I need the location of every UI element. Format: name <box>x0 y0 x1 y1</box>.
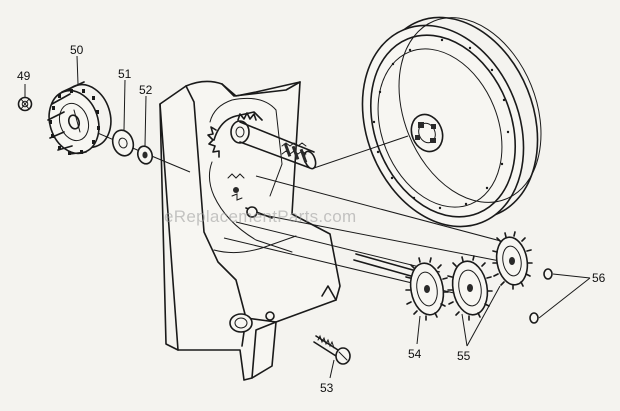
callout-54: 54 <box>408 347 422 361</box>
gear-housing <box>159 80 341 381</box>
callout-51: 51 <box>118 67 132 81</box>
pulley <box>361 16 542 228</box>
leader-lines <box>24 55 591 379</box>
part-53-screw <box>313 334 351 365</box>
callout-55: 55 <box>457 349 471 363</box>
drive-shaft <box>239 121 317 170</box>
callout-52: 52 <box>139 83 153 97</box>
idler-spindle <box>233 187 273 219</box>
part-49-nut <box>17 96 33 112</box>
part-54-gear <box>353 253 449 321</box>
part-55-gear-b <box>492 231 533 290</box>
callout-56: 56 <box>592 271 606 285</box>
part-52-spacer <box>136 145 154 165</box>
part-56-clips <box>529 268 553 324</box>
assembly-lines <box>85 127 513 295</box>
watermark-text: eReplacementParts.com <box>164 207 356 226</box>
callout-49: 49 <box>17 69 31 83</box>
part-51-washer <box>111 129 135 157</box>
part-55-gear-a <box>447 255 493 321</box>
callout-53: 53 <box>320 381 334 395</box>
part-50-gear-wheel <box>47 81 112 155</box>
callout-50: 50 <box>70 43 84 57</box>
